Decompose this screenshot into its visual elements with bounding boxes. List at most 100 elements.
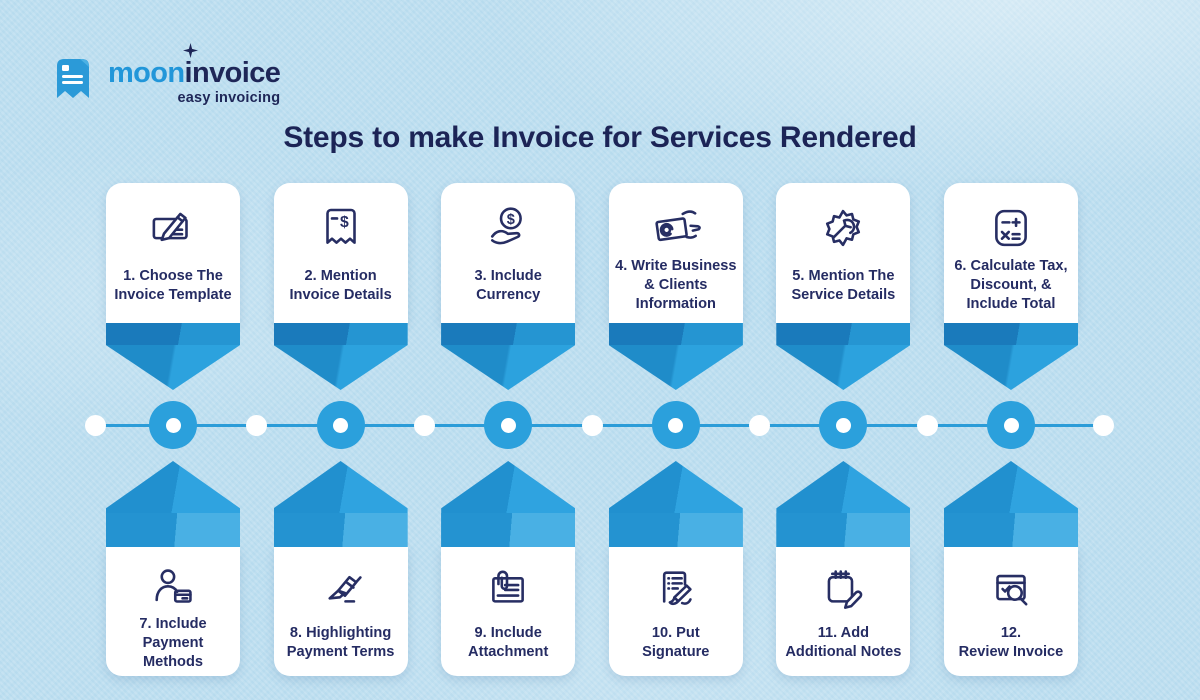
timeline-dot xyxy=(413,414,435,436)
step-label-line: Currency xyxy=(476,286,541,303)
connector-arrow-down xyxy=(943,323,1078,390)
brand-wordmark: mooninvoice xyxy=(108,43,281,90)
step-label-line: Invoice Details xyxy=(289,286,392,303)
timeline-node-3 xyxy=(484,401,533,449)
notes-icon xyxy=(776,561,910,617)
step-label-line: Additional Notes xyxy=(785,643,902,660)
timeline-dot xyxy=(916,414,938,436)
step-label-line: 8. Highlighting xyxy=(289,624,392,641)
step-label-line: 10. Put xyxy=(651,624,700,641)
step-label-line: 11. Add xyxy=(817,624,870,641)
timeline-node-core xyxy=(668,417,684,433)
brand-logo: mooninvoice easy invoicing xyxy=(50,43,281,107)
gear-wrench-icon xyxy=(776,200,910,256)
step-label-line: 9. Include xyxy=(474,624,542,641)
connector-arrow-up xyxy=(106,461,240,547)
timeline-node-core xyxy=(500,417,516,433)
step-label: 12.Review Invoice xyxy=(944,617,1078,676)
connector-arrow-down xyxy=(608,323,743,390)
step-label-line: 2. Mention xyxy=(304,267,377,284)
currency-hand-icon: $ xyxy=(441,200,575,256)
step-label: 6. Calculate Tax, Discount, & Include Tota… xyxy=(944,256,1078,323)
step-label-line: Invoice Template xyxy=(114,286,232,303)
connector-arrow-up xyxy=(441,461,576,547)
timeline-node-2 xyxy=(316,401,365,449)
step-label-line: 7. Include Payment xyxy=(139,616,207,651)
connector-arrow-up xyxy=(776,461,911,547)
step-label-line: Payment Terms xyxy=(286,643,395,660)
step-label-line: Discount, & xyxy=(970,277,1052,293)
business-card-icon xyxy=(609,200,743,256)
step-label-line: 5. Mention The xyxy=(792,267,895,284)
step-label-line: & Clients xyxy=(644,277,708,293)
connector-arrow-up xyxy=(943,461,1078,547)
step-label-line: 4. Write Business xyxy=(615,258,737,274)
timeline-dot xyxy=(1092,414,1114,436)
step-card-6: 6. Calculate Tax, Discount, & Include Tota… xyxy=(943,183,1078,323)
connector-arrow-down xyxy=(776,323,911,390)
highlighter-icon xyxy=(274,561,408,617)
timeline-node-4 xyxy=(651,401,700,449)
sparkle-icon xyxy=(182,43,198,58)
brand-moon: moon xyxy=(108,57,185,89)
review-icon xyxy=(944,561,1078,617)
timeline-dot xyxy=(246,414,268,436)
svg-text:$: $ xyxy=(507,212,515,228)
timeline-node-5 xyxy=(819,401,868,449)
pencil-template-icon xyxy=(106,200,240,256)
step-label-line: Service Details xyxy=(791,286,896,303)
timeline-dot xyxy=(84,414,106,436)
step-label-line: 3. Include xyxy=(474,267,542,284)
timeline-dot xyxy=(581,414,603,436)
invoice-badge-icon xyxy=(50,54,96,107)
step-label-line: Information xyxy=(635,296,716,312)
step-label-line: Methods xyxy=(143,654,203,670)
brand-text: mooninvoice easy invoicing xyxy=(108,43,281,106)
svg-text:$: $ xyxy=(340,214,349,231)
step-card-12: 12.Review Invoice xyxy=(943,547,1078,676)
step-12: 12.Review Invoice xyxy=(943,461,1078,676)
page-title: Steps to make Invoice for Services Rende… xyxy=(283,121,917,154)
timeline-node-core xyxy=(333,417,349,433)
receipt-icon: $ xyxy=(274,200,408,256)
step-label-line: Include Total xyxy=(966,296,1056,312)
timeline-node-1 xyxy=(149,401,197,449)
signature-icon xyxy=(609,561,743,617)
timeline-dot xyxy=(749,414,771,436)
step-label-line: Signature xyxy=(642,643,710,660)
step-label-line: 6. Calculate Tax, xyxy=(954,258,1068,274)
connector-arrow-up xyxy=(273,461,408,547)
step-label-line: Attachment xyxy=(468,643,549,660)
timeline-node-core xyxy=(165,417,181,433)
brand-tagline: easy invoicing xyxy=(177,90,281,106)
